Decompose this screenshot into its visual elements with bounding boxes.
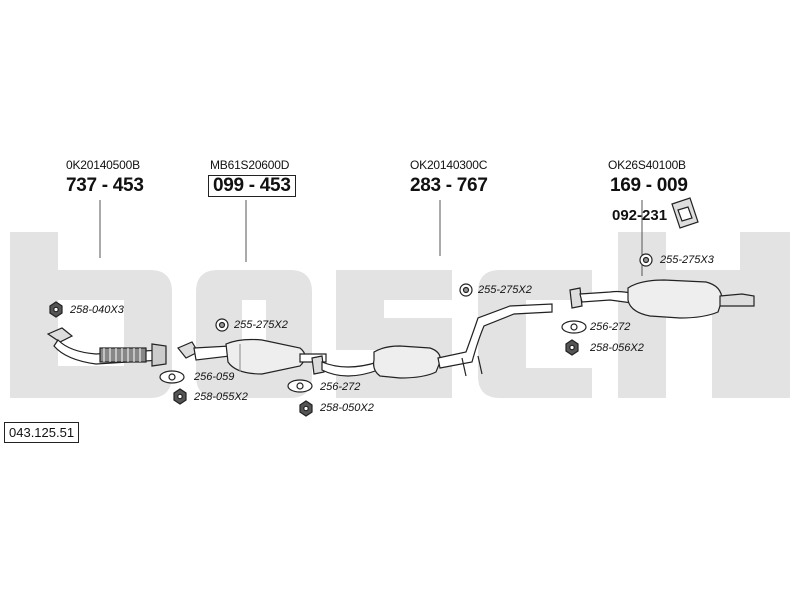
fitting-label: 258-040X3 [70,304,124,316]
flex-section [99,347,147,363]
gasket-icon [561,320,587,334]
nut-icon [299,400,313,417]
catalytic-converter [177,338,327,375]
part-number-boxed: 099 - 453 [208,175,296,197]
nut-icon [49,301,63,318]
mounting-bracket [671,197,699,229]
gasket-icon [287,379,313,393]
oem-number: OK20140300C [410,158,488,172]
gasket-icon [159,370,185,384]
oem-number: OK26S40100B [608,158,686,172]
fitting-label: 256-272 [590,321,631,333]
centre-silencer [311,303,553,379]
nut-icon [173,388,187,405]
oem-number: 0K20140500B [66,158,140,172]
front-pipe [46,327,167,367]
part-number: 169 - 009 [610,175,688,196]
fitting-label: 258-056X2 [590,342,644,354]
fitting-label: 256-272 [320,381,361,393]
bracket-part-number: 092-231 [612,207,668,224]
fitting-label: 256-059 [194,371,235,383]
fitting-label: 258-050X2 [320,402,374,414]
diagram-reference: 043.125.51 [4,422,80,443]
fitting-label: 255-275X2 [234,319,288,331]
part-number: 283 - 767 [410,175,488,196]
fitting-label: 255-275X2 [478,284,532,296]
rubber-mount-icon [639,253,653,267]
fitting-label: 255-275X3 [660,254,714,266]
rear-silencer [569,279,755,319]
oem-number: MB61S20600D [210,158,290,172]
rubber-mount-icon [459,283,473,297]
part-number: 737 - 453 [66,175,144,196]
fitting-label: 258-055X2 [194,391,248,403]
rubber-mount-icon [215,318,229,332]
nut-icon [565,339,579,356]
